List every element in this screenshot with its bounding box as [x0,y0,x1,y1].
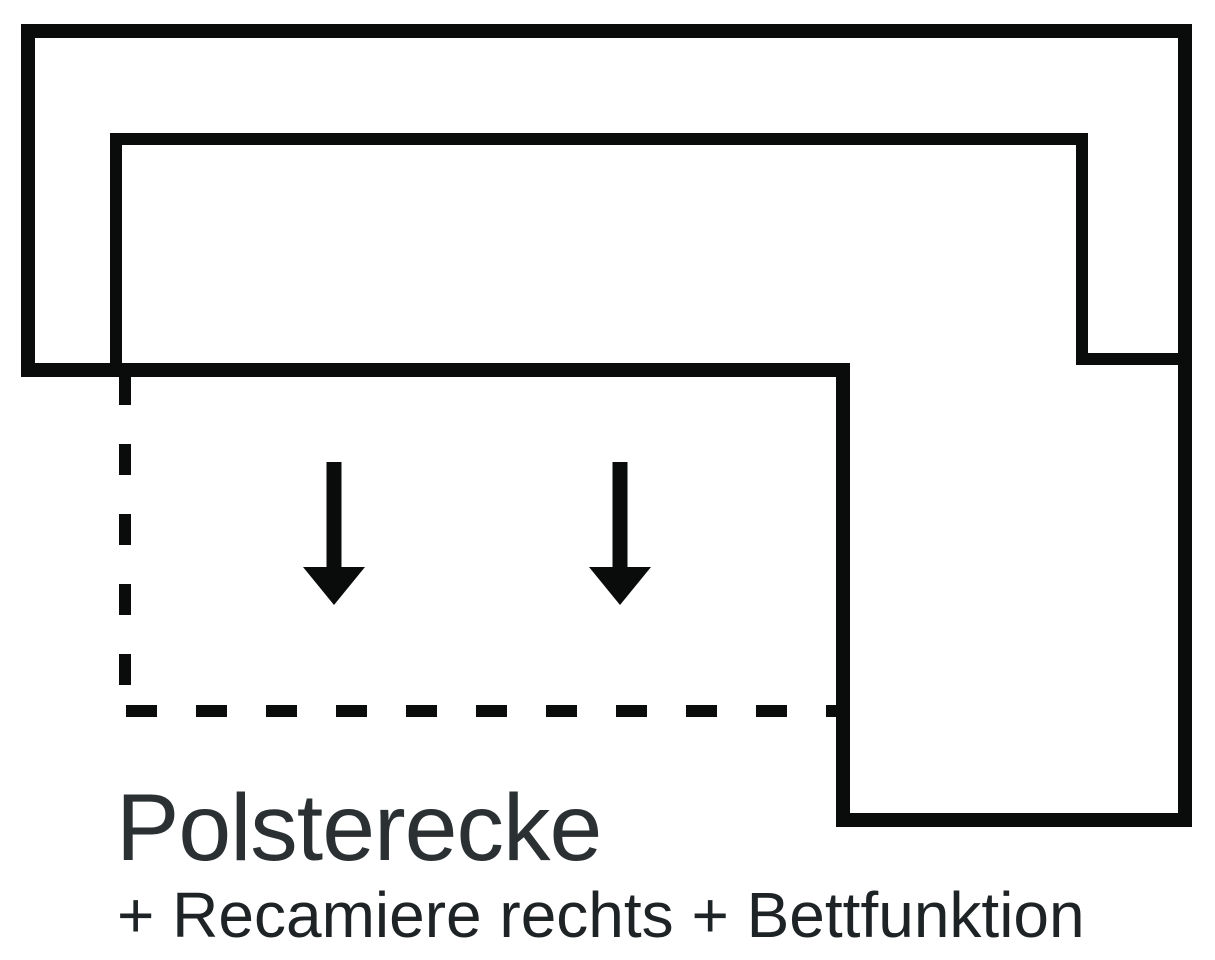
product-subtitle: + Recamiere rechts + Bettfunktion [117,879,1085,951]
pull-out-arrow-icon [589,462,651,605]
sofa-outline-icon [21,24,1192,827]
product-title: Polsterecke [116,775,601,881]
pull-out-arrow-icon [303,462,365,605]
backrest-line-icon [110,133,1192,377]
